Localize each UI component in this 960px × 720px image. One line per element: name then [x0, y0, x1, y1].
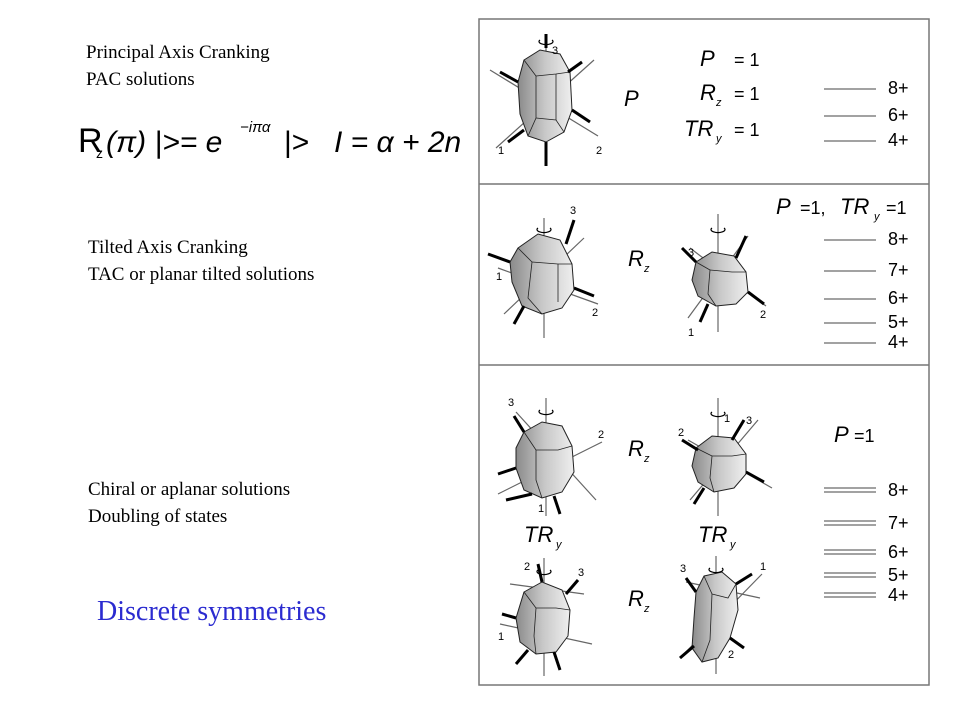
tac-eq-tr-val: =1 — [886, 198, 907, 218]
tac-a-axis-2: 2 — [592, 307, 598, 319]
chiral-eq-p-sym: P — [834, 422, 849, 447]
chiral-subtitle: Doubling of states — [88, 506, 228, 527]
tac-levels: 8+ 7+ 6+ 5+ 4+ — [824, 229, 909, 352]
chiral-label: Chiral or aplanar solutions Doubling of … — [88, 476, 290, 530]
pac-eq-rz-sym: R — [700, 80, 716, 105]
tac-a-axis-1: 1 — [496, 271, 502, 283]
chiral-bl-axis-1: 1 — [498, 631, 504, 643]
formula-r: R — [78, 122, 103, 160]
tac-rz-sym: R — [628, 246, 644, 271]
chiral-level-8: 8+ — [888, 480, 909, 500]
tac-eq-p-val: =1, — [800, 198, 826, 218]
tac-eq-p-sym: P — [776, 194, 791, 219]
chiral-nucleus-top-right: 1 2 3 — [678, 398, 773, 516]
pac-eq-rz-val: = 1 — [734, 84, 760, 104]
pac-title: Principal Axis Cranking — [86, 42, 270, 63]
pac-axis-2: 2 — [596, 145, 602, 157]
pac-levels: 8+ 6+ 4+ — [824, 78, 909, 150]
chiral-rz-bottom-sub: z — [643, 603, 650, 615]
tac-nucleus-b: 1 2 3 — [680, 214, 767, 339]
discrete-symmetries-title: Discrete symmetries — [97, 596, 327, 627]
chiral-level-7: 7+ — [888, 513, 909, 533]
tac-quantum-numbers: P =1, TR y =1 — [776, 194, 907, 223]
tac-eq-tr-sub: y — [873, 211, 881, 223]
chiral-nucleus-bottom-right: 1 2 3 — [679, 556, 766, 674]
chiral-tr-left-sub: y — [555, 539, 563, 551]
pac-subtitle: PAC solutions — [86, 69, 195, 90]
pac-symbol: P — [624, 86, 639, 111]
pac-axis-3: 3 — [552, 45, 558, 57]
chiral-bl-axis-2: 2 — [524, 561, 530, 573]
pac-nucleus: 1 2 3 — [489, 34, 602, 166]
chiral-tr-axis-1: 1 — [724, 413, 730, 425]
chiral-rz-top-sub: z — [643, 453, 650, 465]
pac-axis-1: 1 — [498, 145, 504, 157]
tac-nucleus-a: 1 2 3 — [487, 205, 599, 338]
chiral-br-axis-3: 3 — [680, 563, 686, 575]
chiral-tl-axis-3: 3 — [508, 397, 514, 409]
chiral-tr-axis-3: 3 — [746, 415, 752, 427]
chiral-tr-axis-2: 2 — [678, 427, 684, 439]
pac-label: Principal Axis Cranking PAC solutions — [86, 39, 270, 93]
chiral-nucleus-top-left: 1 2 3 — [497, 397, 604, 516]
tac-a-axis-3: 3 — [570, 205, 576, 217]
chiral-eq-p-val: =1 — [854, 426, 875, 446]
pac-quantum-numbers: P = 1 R z = 1 TR y = 1 — [684, 46, 760, 145]
symmetry-figure: 1 2 3 P P = 1 R z = 1 TR y = 1 8+ 6+ 4+ … — [478, 18, 930, 686]
chiral-tr-symbols: TR y TR y — [524, 522, 737, 551]
chiral-level-6: 6+ — [888, 542, 909, 562]
tac-b-axis-2: 2 — [760, 309, 766, 321]
formula-mid: (π) |>= e — [106, 126, 222, 159]
pac-level-6: 6+ — [888, 105, 909, 125]
chiral-nucleus-bottom-left: 1 2 3 — [498, 558, 593, 676]
chiral-rz-top-sym: R — [628, 436, 644, 461]
tac-b-axis-3: 3 — [688, 247, 694, 259]
tac-title: Tilted Axis Cranking — [88, 237, 248, 258]
chiral-br-axis-1: 1 — [760, 561, 766, 573]
pac-eq-tr-val: = 1 — [734, 120, 760, 140]
pac-eq-rz-sub: z — [715, 97, 722, 109]
pac-eq-p-val: = 1 — [734, 50, 760, 70]
tac-eq-tr-sym: TR — [840, 194, 869, 219]
formula-spin: I = α + 2n — [334, 126, 461, 159]
chiral-quantum-numbers: P =1 — [834, 422, 875, 447]
formula-exponent: −iπα — [240, 119, 271, 136]
tac-level-7: 7+ — [888, 260, 909, 280]
pac-eq-tr-sym: TR — [684, 116, 713, 141]
tac-label: Tilted Axis Cranking TAC or planar tilte… — [88, 234, 314, 288]
tac-level-4: 4+ — [888, 332, 909, 352]
chiral-tr-right-sym: TR — [698, 522, 727, 547]
chiral-doublet-levels: 8+ 7+ 6+ 5+ 4+ — [824, 480, 909, 605]
tac-level-6: 6+ — [888, 288, 909, 308]
chiral-br-axis-2: 2 — [728, 649, 734, 661]
formula-ket: |> — [284, 126, 309, 159]
chiral-bl-axis-3: 3 — [578, 567, 584, 579]
chiral-level-4: 4+ — [888, 585, 909, 605]
chiral-title: Chiral or aplanar solutions — [88, 479, 291, 500]
pac-eq-p-sym: P — [700, 46, 715, 71]
formula-r-sub: z — [96, 145, 103, 161]
chiral-rz-bottom-sym: R — [628, 586, 644, 611]
signature-formula: R z (π) |>= e −iπα |> I = α + 2n — [78, 119, 461, 161]
chiral-level-5: 5+ — [888, 565, 909, 585]
tac-rz-sub: z — [643, 263, 650, 275]
chiral-tr-right-sub: y — [729, 539, 737, 551]
tac-b-axis-1: 1 — [688, 327, 694, 339]
tac-subtitle: TAC or planar tilted solutions — [88, 264, 315, 285]
pac-eq-tr-sub: y — [715, 133, 723, 145]
chiral-tl-axis-2: 2 — [598, 429, 604, 441]
pac-level-4: 4+ — [888, 130, 909, 150]
tac-level-5: 5+ — [888, 312, 909, 332]
pac-level-8: 8+ — [888, 78, 909, 98]
chiral-tr-left-sym: TR — [524, 522, 553, 547]
chiral-tl-axis-1: 1 — [538, 503, 544, 515]
tac-level-8: 8+ — [888, 229, 909, 249]
